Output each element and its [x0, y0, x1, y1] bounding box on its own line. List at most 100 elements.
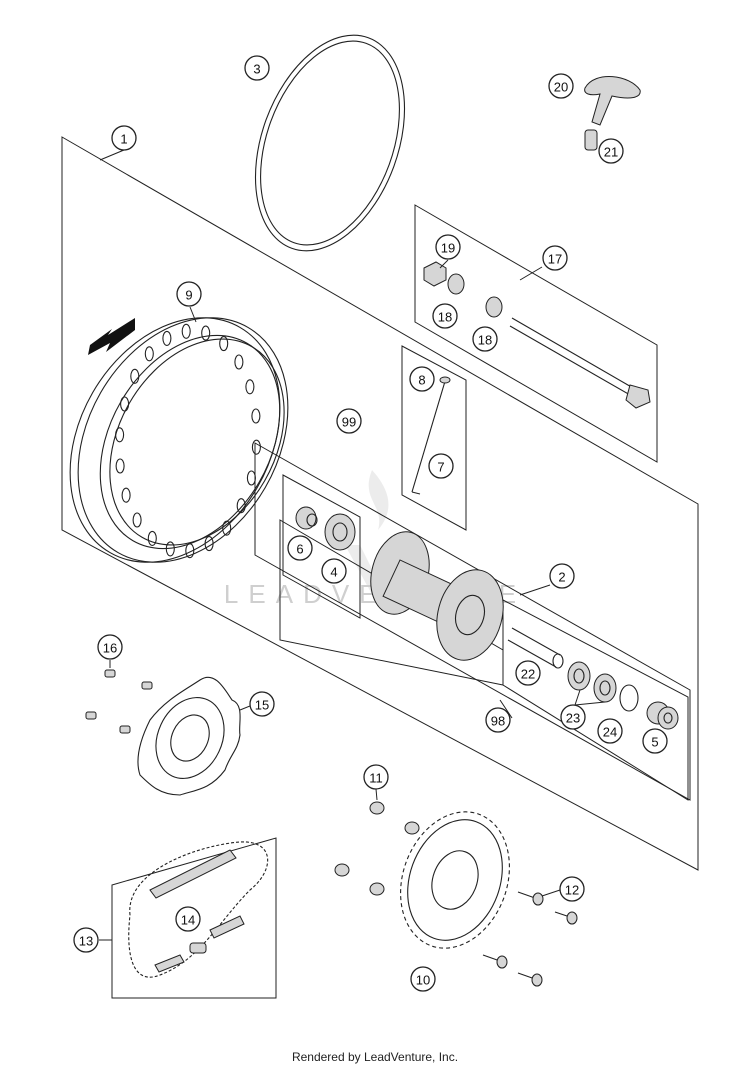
callout-circle	[560, 704, 586, 730]
sprocket-bolts	[482, 891, 578, 987]
callout-label: 7	[437, 460, 444, 475]
callout-19: 19	[435, 234, 461, 260]
bearing-4	[324, 513, 356, 551]
callout-circle	[559, 876, 585, 902]
callout-label: 24	[603, 725, 617, 740]
bearing-23b	[593, 673, 617, 703]
spoke	[411, 376, 451, 495]
rim-hole	[236, 498, 246, 514]
callout-label: 6	[296, 542, 303, 557]
sprocket	[400, 811, 510, 949]
rim-tape	[254, 34, 406, 252]
rotation-arrow-icon	[88, 318, 135, 355]
rim-hole	[144, 346, 154, 362]
callout-label: 3	[253, 62, 260, 77]
callout-circle	[485, 707, 511, 733]
frame-hub	[254, 442, 691, 801]
callout-circle	[435, 234, 461, 260]
callout-23: 23	[560, 704, 586, 730]
washer-18-right	[485, 296, 503, 318]
callout-label: 8	[418, 373, 425, 388]
rim-hole	[246, 470, 256, 486]
chain-master-link	[189, 942, 207, 954]
callout-17: 17	[542, 245, 568, 271]
rim-hole	[162, 330, 172, 346]
callout-9: 9	[176, 281, 202, 307]
rim-hole	[115, 458, 125, 474]
spacer-tube-22	[507, 627, 564, 669]
callout-circle	[73, 927, 99, 953]
callout-20: 20	[548, 73, 574, 99]
callout-circle	[249, 691, 275, 717]
callout-15: 15	[249, 691, 275, 717]
callout-4: 4	[321, 558, 347, 584]
callout-11: 11	[363, 764, 389, 790]
callout-16: 16	[97, 634, 123, 660]
callout-circle	[472, 326, 498, 352]
callout-label: 10	[416, 973, 430, 988]
frame-axle-set	[414, 204, 658, 463]
callout-98: 98	[485, 707, 511, 733]
callout-circle	[598, 138, 624, 164]
callout-label: 19	[441, 241, 455, 256]
washer-18-left	[447, 273, 465, 295]
frame-wheel-assembly	[61, 136, 699, 871]
callout-18: 18	[472, 326, 498, 352]
callout-label: 23	[566, 711, 580, 726]
callout-10: 10	[410, 966, 436, 992]
callout-circle	[287, 535, 313, 561]
callout-label: 4	[330, 565, 337, 580]
callout-22: 22	[515, 660, 541, 686]
callout-circle	[111, 125, 137, 151]
callout-14: 14	[175, 906, 201, 932]
callout-18: 18	[432, 303, 458, 329]
brake-disc	[137, 676, 241, 796]
callout-label: 16	[103, 641, 117, 656]
callout-circle	[642, 728, 668, 754]
rim-hole	[147, 530, 157, 546]
callout-label: 9	[185, 288, 192, 303]
callout-circle	[176, 281, 202, 307]
callout-label: 1	[120, 132, 127, 147]
callout-circle	[428, 453, 454, 479]
callout-label: 99	[342, 415, 356, 430]
callout-99: 99	[336, 408, 362, 434]
callout-circle	[321, 558, 347, 584]
frame-bearing-left	[282, 474, 361, 619]
rim-hole	[245, 379, 255, 395]
leader-lines	[99, 149, 606, 941]
callout-circle	[97, 634, 123, 660]
callout-1: 1	[111, 125, 137, 151]
callout-circle	[542, 245, 568, 271]
callout-circle	[244, 55, 270, 81]
callout-8: 8	[409, 366, 435, 392]
callout-label: 2	[558, 570, 565, 585]
callout-2: 2	[549, 563, 575, 589]
frame-chain	[111, 837, 277, 999]
frame-bearing-set	[502, 599, 689, 801]
callout-label: 20	[554, 80, 568, 95]
rim-hole	[222, 520, 232, 536]
rim-hole	[185, 543, 195, 559]
callout-7: 7	[428, 453, 454, 479]
callout-circle	[548, 73, 574, 99]
rim-hole	[251, 439, 261, 455]
rim-hole	[115, 427, 125, 443]
callout-label: 22	[521, 667, 535, 682]
callout-label: 21	[604, 145, 618, 160]
callout-label: 98	[491, 714, 505, 729]
rim-spoke-holes	[115, 323, 261, 559]
rim-hole	[201, 325, 211, 341]
rim-hole	[234, 354, 244, 370]
rim-hole	[121, 487, 131, 503]
rim	[69, 317, 289, 563]
callout-label: 5	[651, 735, 658, 750]
callout-label: 18	[478, 333, 492, 348]
callout-circle	[409, 366, 435, 392]
callout-label: 11	[369, 771, 383, 786]
callout-circle	[515, 660, 541, 686]
rim-hole	[219, 336, 229, 352]
spacer-6	[295, 506, 318, 530]
